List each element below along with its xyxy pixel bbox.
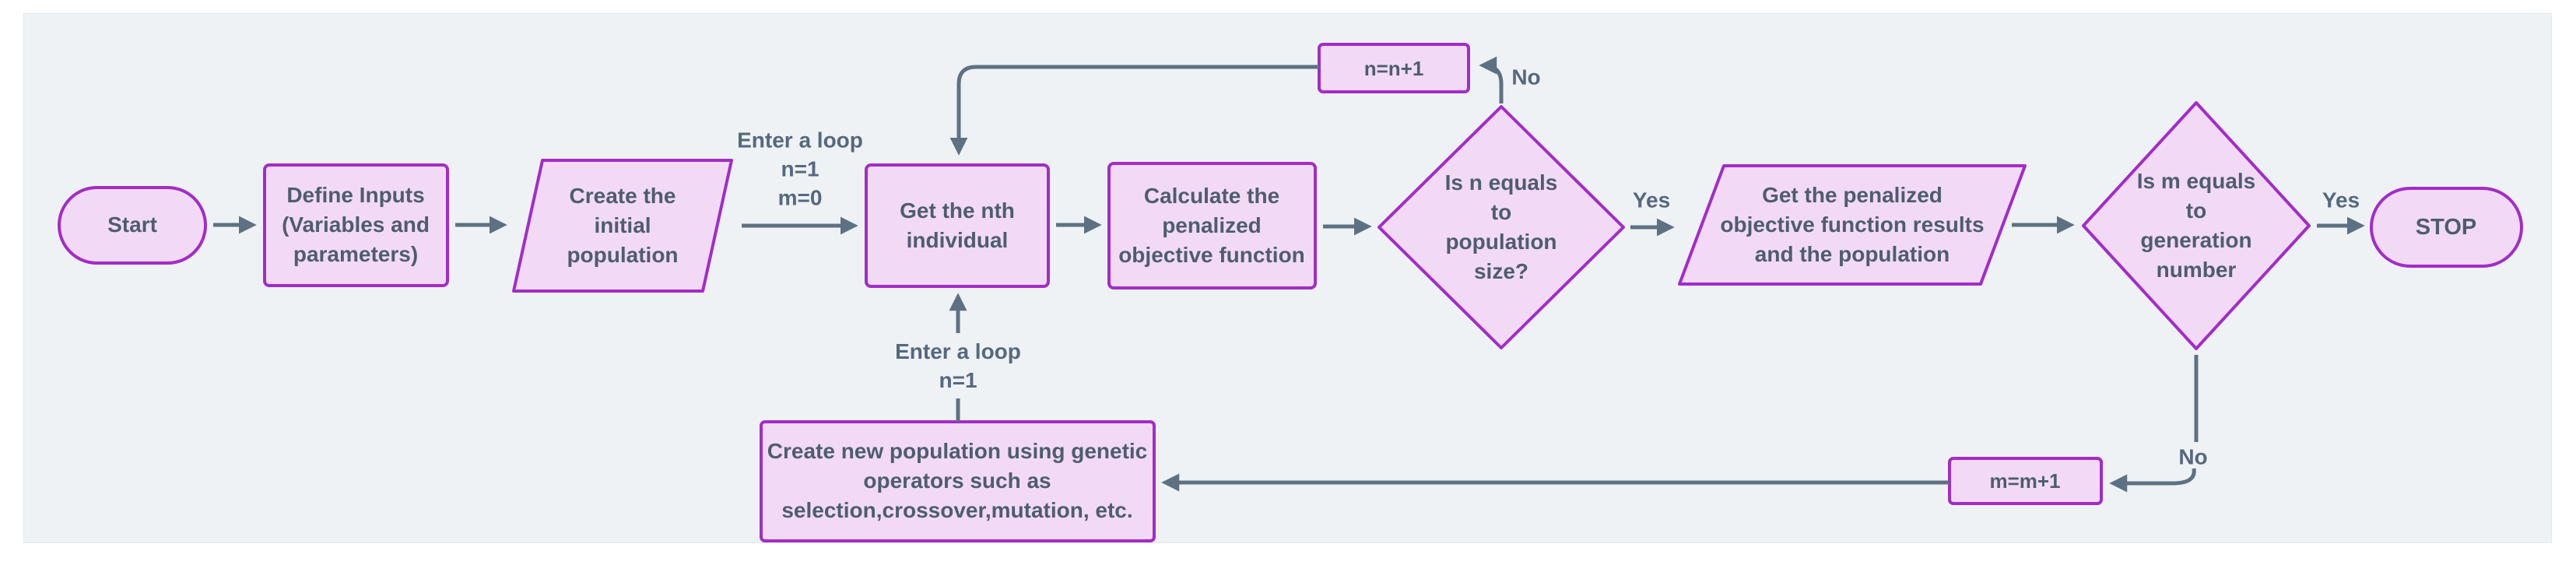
enter-loop-bottom-label: Enter a loop n=1 (895, 339, 1021, 392)
stop-node-shape (2370, 187, 2523, 268)
yes-generation-label: Yes (2322, 188, 2360, 212)
create-initial-population-node-shape (512, 159, 733, 293)
enter-loop-top-label: Enter a loop n=1 m=0 (737, 128, 863, 210)
increment-n-node-label: n=n+1 (1363, 57, 1424, 80)
create-new-population-node-label: Create new population using genetic oper… (767, 439, 1148, 522)
increment-m-node-label: m=m+1 (1989, 469, 2061, 493)
calculate-objective-node-label: Calculate the penalized objective functi… (1118, 184, 1305, 267)
m-equals-generation-decision-label: Is m equals to generation number (2136, 169, 2256, 282)
get-nth-individual-node-label: Get the nth individual (900, 198, 1015, 252)
n-equals-population-decision-label: Is n equals to population size? (1444, 170, 1558, 283)
edge-generation-decision-no-curve (2109, 468, 2196, 493)
edge-population-decision-no-hook (1479, 56, 1504, 104)
start-node-shape (58, 186, 207, 265)
create-initial-population-node-label: Create the initial population (567, 184, 679, 267)
n-equals-population-decision-shape (1377, 105, 1625, 349)
stop-node-label: STOP (2415, 215, 2477, 240)
get-penalized-results-node-label: Get the penalized objective function res… (1720, 183, 1985, 266)
start-node-label: Start (107, 212, 157, 237)
m-equals-generation-decision-shape (2082, 101, 2311, 350)
edge-increment-n-to-get-nth (949, 65, 1319, 156)
define-inputs-node-label: Define Inputs (Variables and parameters) (282, 183, 430, 266)
no-generation-label: No (2178, 444, 2208, 469)
get-nth-individual-node-shape (865, 163, 1050, 288)
get-penalized-results-node-shape (1678, 164, 2027, 286)
calculate-objective-node-shape (1107, 162, 1317, 290)
no-population-label: No (1511, 65, 1541, 89)
define-inputs-node-shape (263, 163, 449, 287)
yes-population-label: Yes (1632, 188, 1671, 212)
